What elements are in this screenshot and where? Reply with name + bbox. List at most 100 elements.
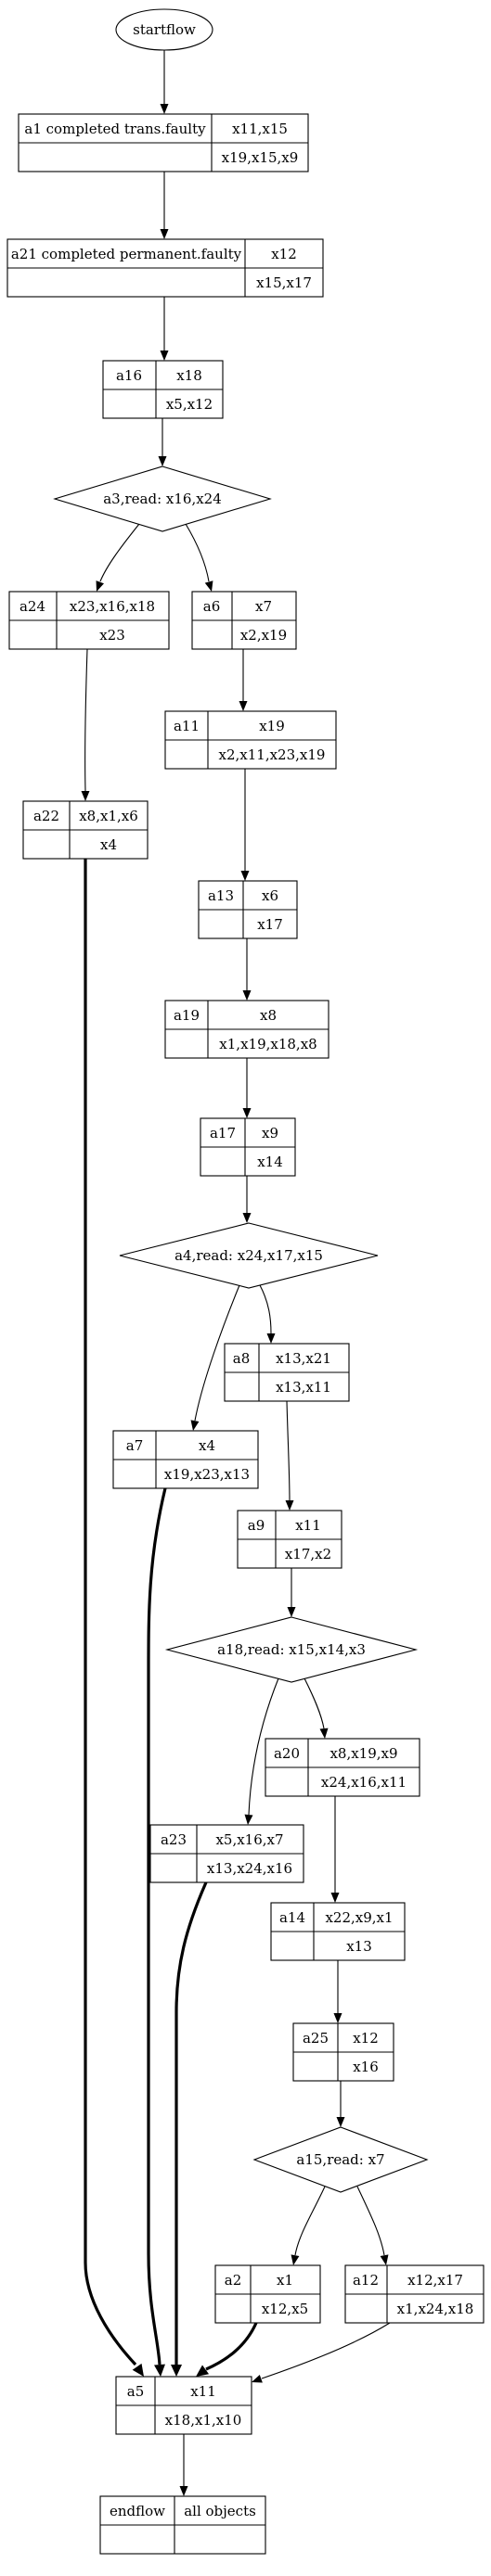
- edge-line: [261, 2322, 391, 2379]
- arrowhead: [158, 456, 167, 466]
- edge-line: [248, 1677, 279, 1816]
- node-startflow[interactable]: startflow: [115, 8, 213, 51]
- node-a18-decision[interactable]: a18,read: x15,x14,x3: [164, 1616, 419, 1683]
- node-a24-vars: x23,x16,x18: [70, 598, 155, 615]
- node-a8-vars: x13,x21: [276, 1350, 331, 1367]
- node-a17-label: a17: [210, 1125, 236, 1141]
- arrowhead: [333, 2013, 342, 2023]
- arrowhead: [291, 2254, 300, 2265]
- arrowhead: [242, 1213, 252, 1223]
- arrowhead: [330, 1893, 340, 1903]
- edge-line: [294, 2186, 326, 2256]
- node-a12-lower: x1,x24,x18: [397, 2301, 474, 2317]
- edge-line: [205, 2322, 258, 2371]
- edge-a20-to-a14: [330, 1796, 340, 1903]
- node-a19[interactable]: a19 x8 x1,x19,x18,x8: [164, 1000, 329, 1059]
- arrowhead: [96, 580, 104, 592]
- node-a8-lower: x13,x11: [276, 1379, 331, 1396]
- nodes-layer: startflow a1 completed trans.faulty x11,…: [6, 8, 485, 2555]
- edge-a5-to-end: [179, 2434, 188, 2496]
- node-a25[interactable]: a25 x12 x16: [292, 2022, 394, 2082]
- edge-a1-to-a21: [160, 172, 169, 239]
- edge-a23-to-a5: [171, 1881, 208, 2377]
- arrowhead: [287, 1607, 296, 1617]
- node-a21[interactable]: a21 completed permanent.faulty x12 x15,x…: [6, 238, 324, 298]
- edge-a7-to-a5: [147, 1487, 167, 2377]
- node-a5-vars: x11: [190, 2383, 216, 2400]
- node-a20-lower: x24,x16,x11: [321, 1774, 407, 1791]
- arrowhead: [196, 2365, 210, 2377]
- edge-a19-to-a17: [242, 1058, 252, 1118]
- edge-line: [185, 523, 210, 582]
- endflow-name: endflow: [110, 2503, 165, 2519]
- arrowhead: [179, 2486, 188, 2496]
- node-a4-decision[interactable]: a4,read: x24,x17,x15: [119, 1222, 379, 1289]
- node-a5[interactable]: a5 x11 x18,x1,x10: [115, 2376, 252, 2435]
- edge-a15-to-a12: [356, 2186, 389, 2265]
- node-a21-label: a21 completed permanent.faulty: [11, 246, 242, 262]
- node-a1[interactable]: a1 completed trans.faulty x11,x15 x19,x1…: [18, 113, 309, 172]
- node-a1-lower: x19,x15,x9: [222, 149, 299, 166]
- arrowhead: [190, 1420, 200, 1431]
- node-a23[interactable]: a23 x5,x16,x7 x13,x24,x16: [149, 1824, 304, 1883]
- node-a17[interactable]: a17 x9 x14: [200, 1117, 296, 1177]
- edge-line: [194, 1284, 240, 1422]
- node-a13-label: a13: [208, 887, 234, 904]
- edge-a4-to-a7: [190, 1284, 240, 1431]
- edge-a3-to-a24: [96, 523, 140, 592]
- node-a12[interactable]: a12 x12,x17 x1,x24,x18: [344, 2264, 485, 2324]
- node-a1-vars: x11,x15: [232, 121, 288, 137]
- node-a18-label: a18,read: x15,x14,x3: [217, 1641, 366, 1658]
- node-a11-vars: x19: [259, 718, 285, 734]
- node-a2[interactable]: a2 x1 x12,x5: [214, 2264, 321, 2324]
- node-a24[interactable]: a24 x23,x16,x18 x23: [8, 591, 170, 650]
- node-a24-label: a24: [19, 598, 45, 615]
- node-a21-vars: x12: [271, 246, 297, 262]
- arrowhead: [154, 2364, 165, 2377]
- node-a22-label: a22: [33, 808, 59, 824]
- arrowhead: [81, 791, 90, 801]
- edge-line: [84, 859, 137, 2366]
- edge-a2-to-a5: [196, 2322, 258, 2377]
- edge-a4-to-a8: [259, 1284, 276, 1344]
- edge-a11-to-a13: [240, 769, 250, 881]
- node-a22[interactable]: a22 x8,x1,x6 x4: [22, 800, 149, 860]
- node-a6-lower: x2,x19: [240, 627, 287, 644]
- node-a17-lower: x14: [257, 1154, 283, 1170]
- node-endflow[interactable]: endflow all objects: [99, 2495, 266, 2555]
- edge-a18-to-a23: [244, 1677, 279, 1825]
- node-a16[interactable]: a16 x18 x5,x12: [102, 360, 224, 419]
- arrowhead: [285, 1500, 294, 1511]
- node-a6[interactable]: a6 x7 x2,x19: [191, 591, 297, 650]
- node-a20[interactable]: a20 x8,x19,x9 x24,x16,x11: [265, 1738, 420, 1797]
- node-a7[interactable]: a7 x4 x19,x23,x13: [112, 1430, 259, 1489]
- startflow-label: startflow: [133, 21, 196, 38]
- node-a11[interactable]: a11 x19 x2,x11,x23,x19: [164, 710, 337, 770]
- node-a14[interactable]: a14 x22,x9,x1 x13: [270, 1902, 406, 1961]
- node-a5-label: a5: [127, 2383, 145, 2400]
- node-a17-vars: x9: [262, 1125, 278, 1141]
- node-a22-lower: x4: [100, 836, 117, 853]
- arrowhead: [336, 2117, 345, 2127]
- edge-line: [356, 2186, 385, 2256]
- node-a22-vars: x8,x1,x6: [79, 808, 138, 824]
- node-a16-label: a16: [116, 367, 142, 384]
- edge-line: [304, 1677, 325, 1729]
- node-a3-decision[interactable]: a3,read: x16,x24: [53, 465, 272, 532]
- node-a13[interactable]: a13 x6 x17: [198, 880, 298, 939]
- edge-a8-to-a9: [285, 1400, 294, 1511]
- node-a8[interactable]: a8 x13,x21 x13,x11: [224, 1343, 350, 1402]
- edge-a15-to-a2: [291, 2186, 326, 2265]
- arrowhead: [252, 2375, 263, 2383]
- arrowhead: [242, 1108, 252, 1118]
- node-a8-label: a8: [233, 1350, 251, 1367]
- node-a9[interactable]: a9 x11 x17,x2: [237, 1510, 342, 1569]
- node-a2-vars: x1: [277, 2272, 293, 2289]
- arrowhead: [244, 1814, 253, 1825]
- node-a14-label: a14: [279, 1909, 305, 1926]
- edge-a9-to-a18: [287, 1568, 296, 1617]
- node-a15-decision[interactable]: a15,read: x7: [252, 2126, 429, 2193]
- node-a6-vars: x7: [255, 598, 272, 615]
- node-a25-lower: x16: [353, 2059, 379, 2075]
